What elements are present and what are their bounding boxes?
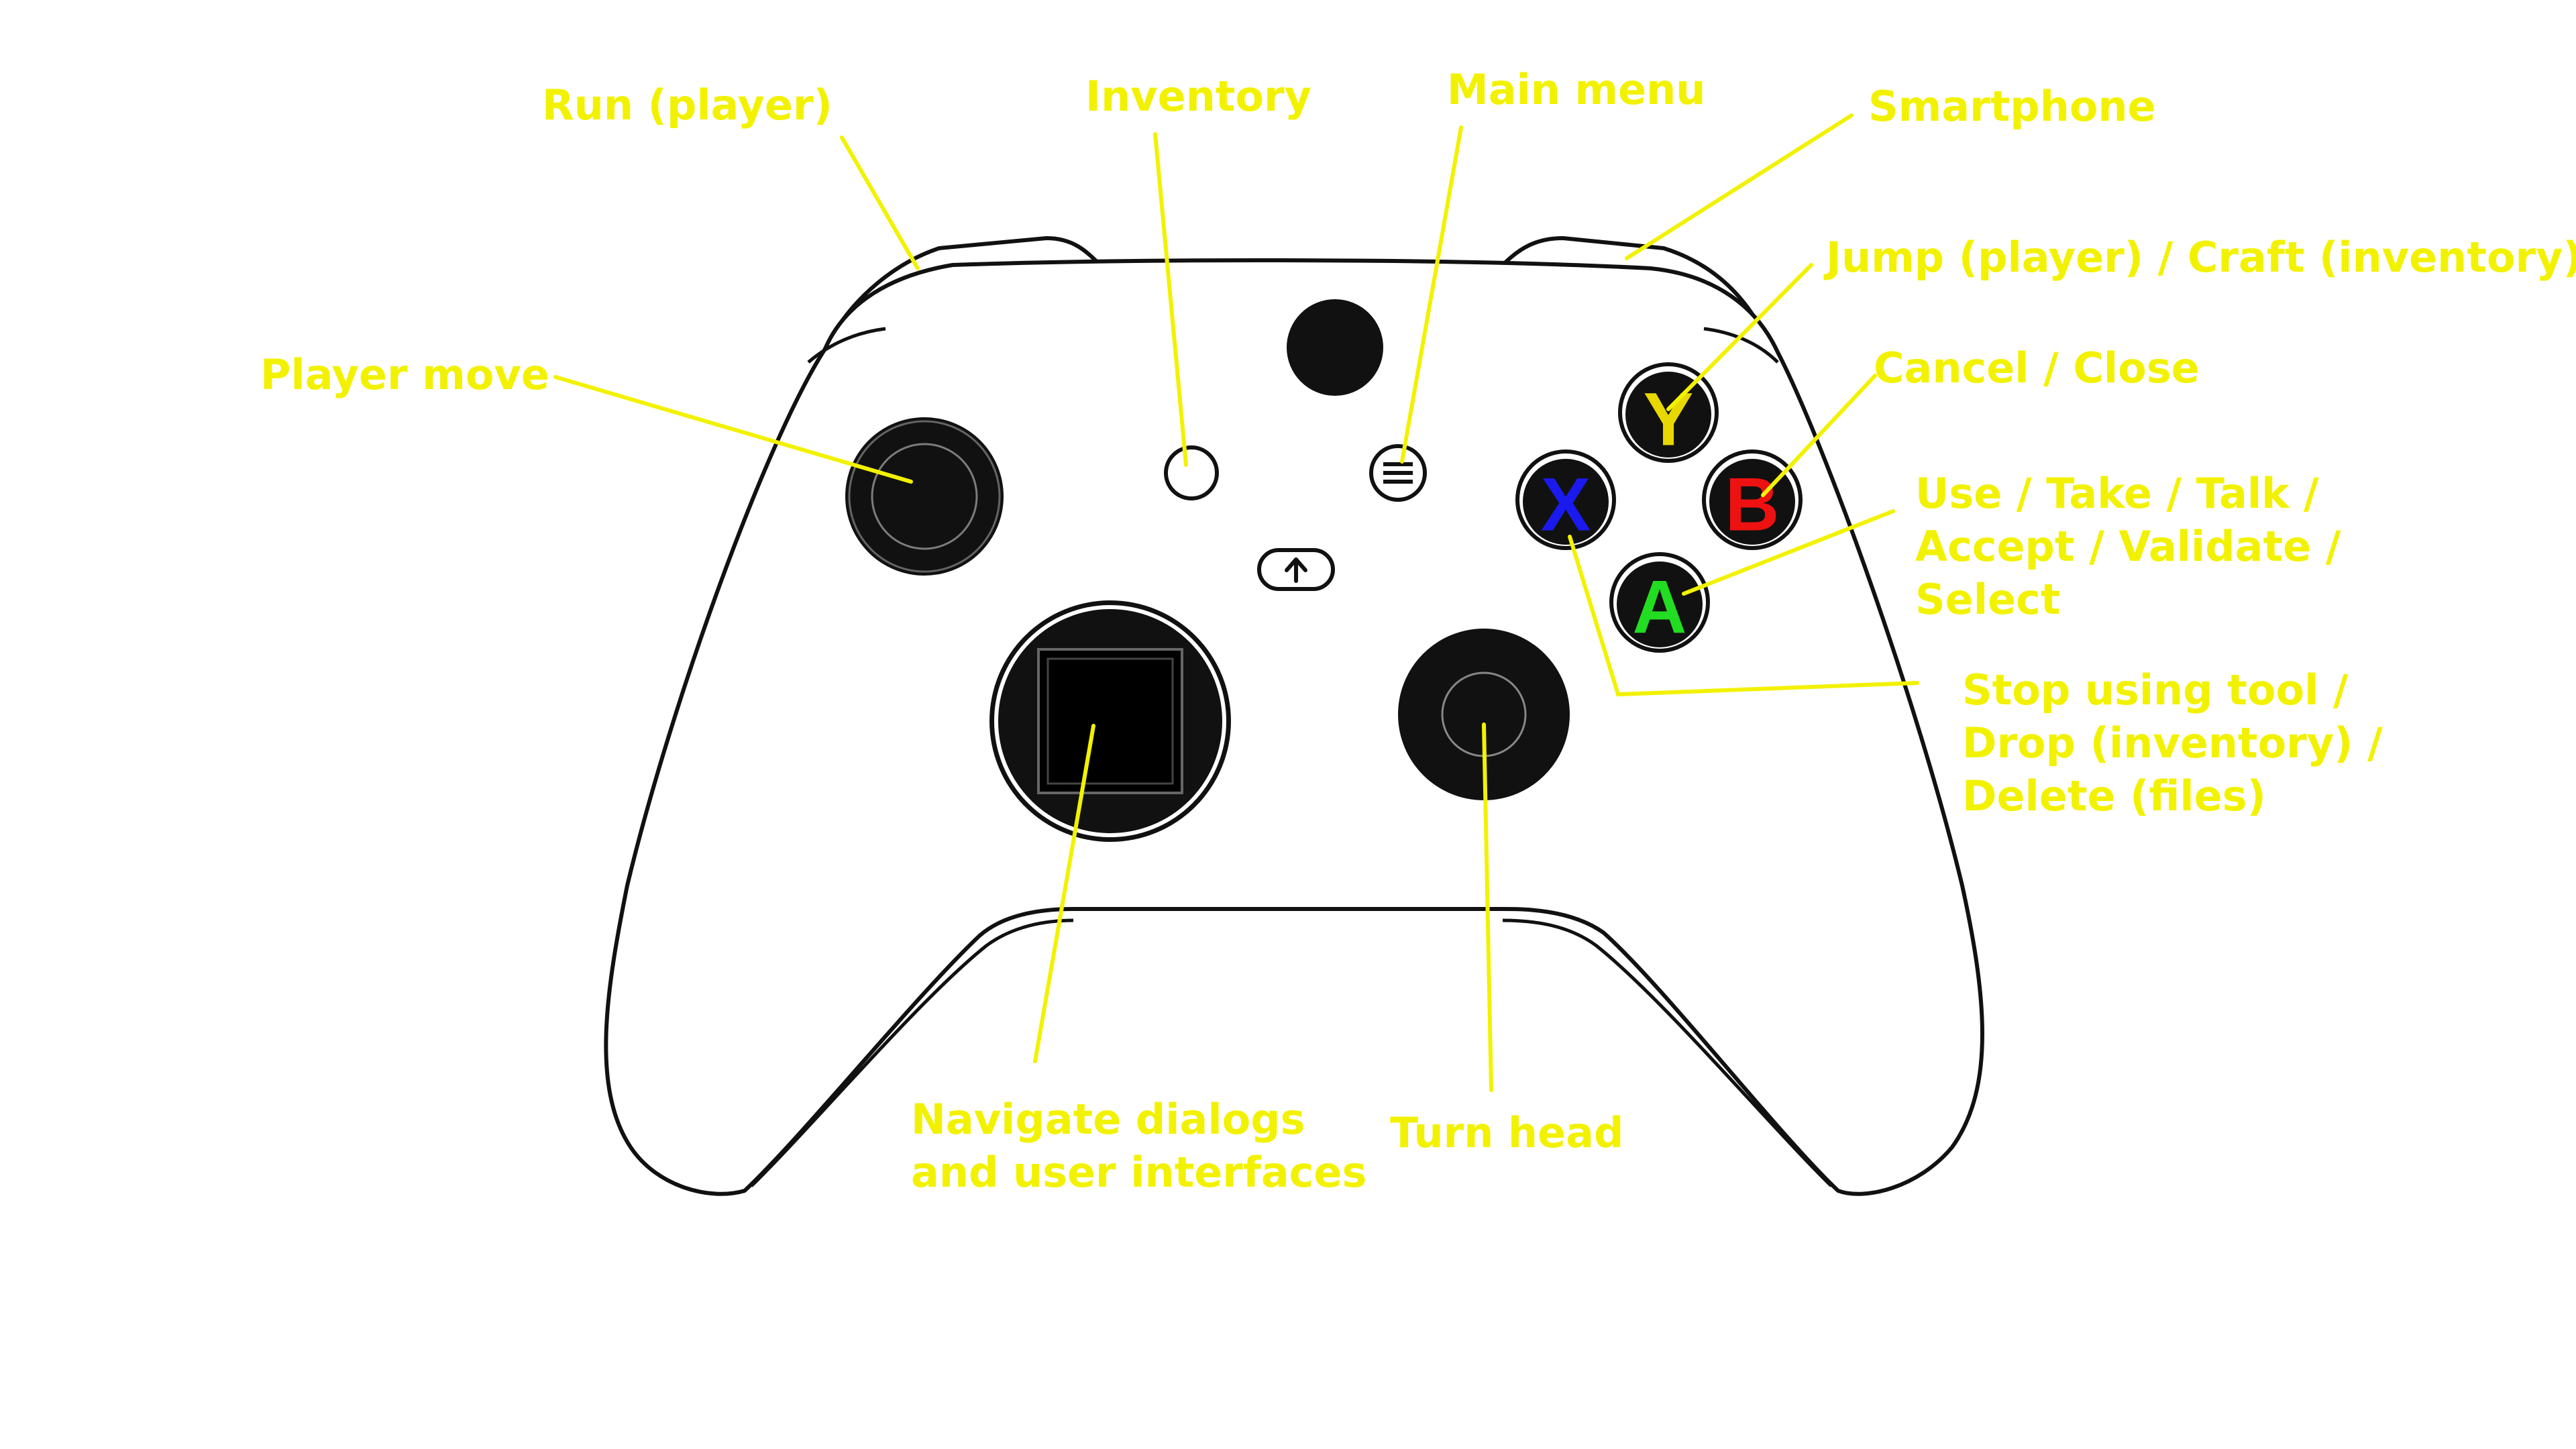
label-smartphone: Smartphone [1868, 82, 2156, 131]
y-button[interactable]: Y [1618, 362, 1719, 463]
leader-smartphone [1625, 113, 1854, 260]
leader-main-menu [1400, 125, 1463, 464]
label-run: Run (player) [542, 80, 833, 129]
label-navigate-line1: Navigate dialogs [911, 1095, 1305, 1144]
label-turn-head: Turn head [1390, 1108, 1623, 1157]
hamburger-menu-icon[interactable] [1369, 444, 1427, 502]
x-button[interactable]: X [1515, 449, 1616, 550]
x-button-letter: X [1541, 463, 1591, 547]
label-use-line1: Use / Take / Talk / [1915, 469, 2319, 518]
right-grip-line [1502, 918, 1833, 1187]
label-cancel: Cancel / Close [1874, 343, 2200, 392]
leader-stop [1568, 535, 1919, 697]
b-button[interactable]: B [1702, 449, 1803, 550]
label-player-move: Player move [260, 350, 549, 399]
d-pad[interactable] [989, 600, 1231, 842]
label-main-menu: Main menu [1447, 65, 1705, 114]
leader-run [840, 136, 920, 270]
label-stop-line3: Delete (files) [1962, 771, 2266, 820]
b-button-letter: B [1725, 463, 1780, 547]
view-icon[interactable] [1164, 445, 1219, 500]
leader-use [1682, 509, 1895, 596]
left-thumbstick[interactable] [845, 417, 1004, 576]
a-button-letter: A [1633, 566, 1687, 649]
leader-cancel [1761, 374, 1877, 497]
labels: Run (player) Inventory Main menu Smartph… [260, 65, 2576, 1197]
top-edge-line [807, 327, 1779, 364]
leader-jump [1666, 263, 1813, 411]
leader-inventory [1153, 132, 1188, 467]
controller-shell [604, 258, 1984, 1196]
label-use-line2: Accept / Validate / [1915, 522, 2341, 571]
leader-player-move [553, 375, 913, 484]
leader-navigate [1033, 724, 1095, 1063]
label-use-line3: Select [1915, 575, 2060, 624]
label-navigate-line2: and user interfaces [911, 1148, 1366, 1197]
left-grip-line [750, 918, 1074, 1187]
label-stop-line2: Drop (inventory) / [1962, 718, 2383, 767]
label-stop-line1: Stop using tool / [1962, 665, 2349, 714]
label-jump: Jump (player) / Craft (inventory) [1823, 233, 2576, 282]
leader-lines [553, 113, 1919, 1092]
controller-body [604, 236, 1984, 1196]
leader-turn-head [1482, 722, 1493, 1092]
xbox-guide-icon[interactable] [1287, 299, 1383, 396]
label-inventory: Inventory [1085, 72, 1311, 121]
a-button[interactable]: A [1609, 552, 1710, 653]
share-arrow-icon[interactable] [1257, 548, 1335, 591]
